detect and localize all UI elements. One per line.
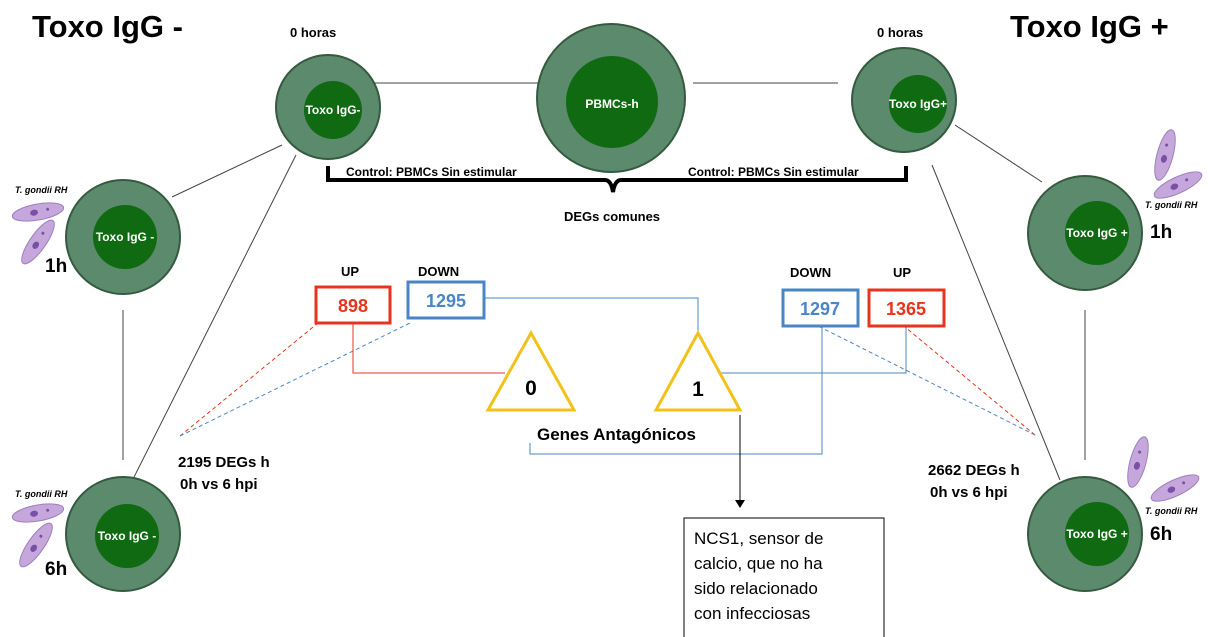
dashed-connectors bbox=[179, 322, 1036, 437]
down-box-right bbox=[781, 288, 860, 328]
parasite-label-left-1h: T. gondii RH bbox=[15, 185, 68, 195]
title-left: Toxo IgG - bbox=[32, 9, 183, 44]
time-left-1h: 1h bbox=[45, 256, 67, 277]
top-right-time: 0 horas bbox=[877, 25, 923, 40]
note-line-1: NCS1, sensor de bbox=[694, 529, 823, 548]
triangle-left bbox=[485, 329, 577, 412]
cell-right-6h: Toxo IgG + bbox=[1027, 476, 1143, 592]
parasite-right-6h bbox=[1123, 434, 1203, 507]
cell-label: Toxo IgG+ bbox=[889, 97, 947, 111]
parasite-label-right-1h: T. gondii RH bbox=[1145, 200, 1198, 210]
note-line-3: sido relacionado bbox=[694, 579, 818, 598]
time-right-1h: 1h bbox=[1150, 222, 1172, 243]
cell-center-pbmcs: PBMCs-h bbox=[536, 23, 686, 173]
cell-left-6h: Toxo IgG - bbox=[65, 476, 181, 592]
cell-label: Toxo IgG - bbox=[98, 529, 156, 543]
down-box-left bbox=[406, 280, 486, 320]
box-triangle-connectors bbox=[352, 297, 907, 508]
title-right: Toxo IgG + bbox=[1010, 9, 1169, 44]
degs-left-line1: 2195 DEGs h bbox=[178, 454, 270, 471]
up-value-left: 898 bbox=[338, 296, 368, 316]
down-label-left: DOWN bbox=[418, 264, 459, 279]
note-line-4: con infecciosas bbox=[694, 604, 810, 623]
top-left-time: 0 horas bbox=[290, 25, 336, 40]
triangle-right bbox=[653, 329, 743, 412]
parasite-right-1h bbox=[1150, 127, 1206, 204]
triangle-right-value: 1 bbox=[692, 378, 704, 401]
cell-label: Toxo IgG + bbox=[1066, 226, 1127, 240]
up-label-left: UP bbox=[341, 264, 359, 279]
cell-left-1h: Toxo IgG - bbox=[65, 179, 181, 295]
cell-top-right: Toxo IgG+ bbox=[851, 47, 957, 153]
common-degs-label: DEGs comunes bbox=[564, 209, 660, 224]
up-value-right: 1365 bbox=[886, 299, 926, 319]
time-left-6h: 6h bbox=[45, 559, 67, 580]
down-label-right: DOWN bbox=[790, 265, 831, 280]
down-value-right: 1297 bbox=[800, 299, 840, 319]
cell-top-left: Toxo IgG- bbox=[275, 54, 381, 160]
note-line-2: calcio, que no ha bbox=[694, 554, 823, 573]
down-value-left: 1295 bbox=[426, 291, 466, 311]
parasite-label-left-6h: T. gondii RH bbox=[15, 489, 68, 499]
parasite-label-right-6h: T. gondii RH bbox=[1145, 506, 1198, 516]
connector-lines bbox=[122, 82, 1086, 496]
triangle-left-value: 0 bbox=[525, 377, 537, 400]
cell-right-1h: Toxo IgG + bbox=[1027, 175, 1143, 291]
time-right-6h: 6h bbox=[1150, 524, 1172, 545]
cell-label: Toxo IgG- bbox=[305, 103, 360, 117]
up-box-left bbox=[314, 285, 392, 325]
cell-label: Toxo IgG + bbox=[1066, 527, 1127, 541]
up-label-right: UP bbox=[893, 265, 911, 280]
note-box bbox=[683, 517, 885, 637]
control-right: Control: PBMCs Sin estimular bbox=[688, 165, 859, 179]
common-bracket bbox=[326, 166, 908, 193]
degs-right-line2: 0h vs 6 hpi bbox=[930, 484, 1008, 501]
pbmcs-label: PBMCs-h bbox=[585, 97, 638, 111]
cell-label: Toxo IgG - bbox=[96, 230, 154, 244]
control-left: Control: PBMCs Sin estimular bbox=[346, 165, 517, 179]
antagonic-label: Genes Antagónicos bbox=[537, 425, 696, 444]
degs-right-line1: 2662 DEGs h bbox=[928, 462, 1020, 479]
degs-left-line2: 0h vs 6 hpi bbox=[180, 476, 258, 493]
up-box-right bbox=[867, 288, 946, 328]
